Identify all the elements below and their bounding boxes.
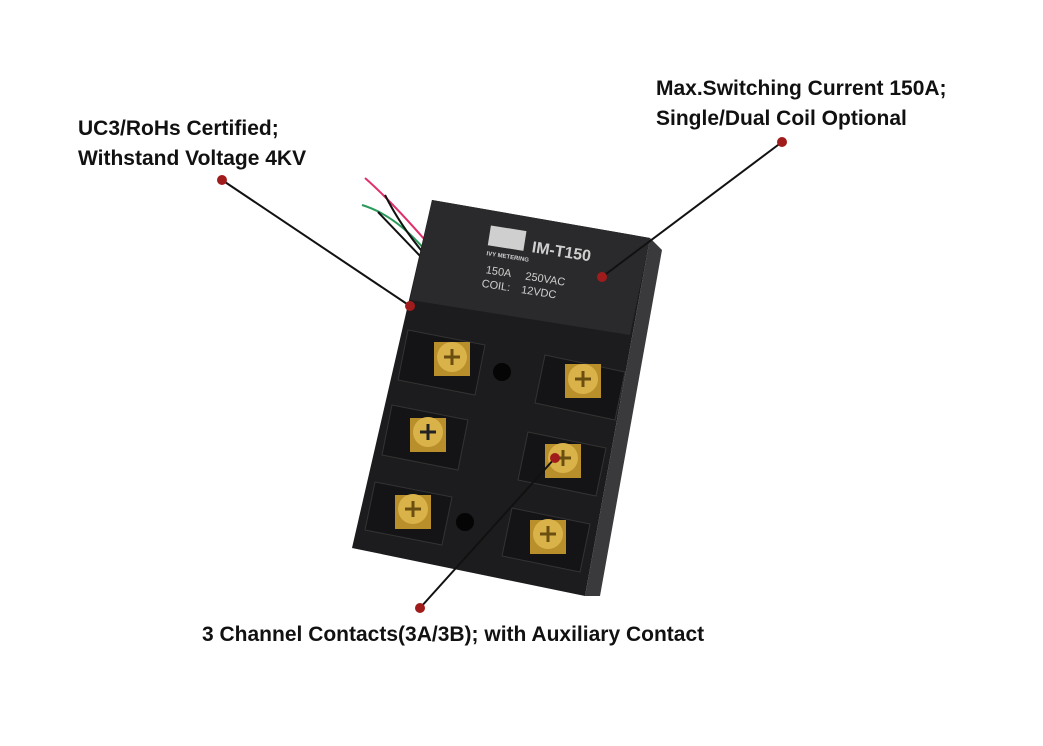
screw-terminal: [395, 494, 431, 529]
callout-dots: [217, 137, 787, 613]
callout-line: Max.Switching Current 150A;: [656, 77, 947, 100]
callout-switching: Max.Switching Current 150A; Single/Dual …: [656, 74, 947, 134]
relay-side: [585, 238, 662, 596]
callout-line: Withstand Voltage 4KV: [78, 147, 307, 170]
wires: [361, 177, 426, 259]
screw-terminal: [545, 443, 581, 478]
screw-terminal: [434, 342, 470, 376]
screw-terminal: [530, 519, 566, 554]
relay-top-cap: [410, 200, 650, 335]
callout-line: 3 Channel Contacts(3A/3B); with Auxiliar…: [202, 623, 705, 646]
callout-line: UC3/RoHs Certified;: [78, 117, 279, 140]
rating-current: 150A: [485, 264, 513, 280]
mounting-holes: [456, 363, 511, 531]
coil-voltage: 12VDC: [520, 284, 557, 301]
callout-contacts: 3 Channel Contacts(3A/3B); with Auxiliar…: [202, 620, 704, 650]
leader-lines: [221, 141, 783, 609]
screw-terminal: [565, 364, 601, 398]
callout-line: Single/Dual Coil Optional: [656, 107, 907, 130]
coil-label: COIL:: [481, 278, 511, 294]
callout-certification: UC3/RoHs Certified; Withstand Voltage 4K…: [78, 114, 306, 174]
screw-terminal: [410, 417, 446, 452]
